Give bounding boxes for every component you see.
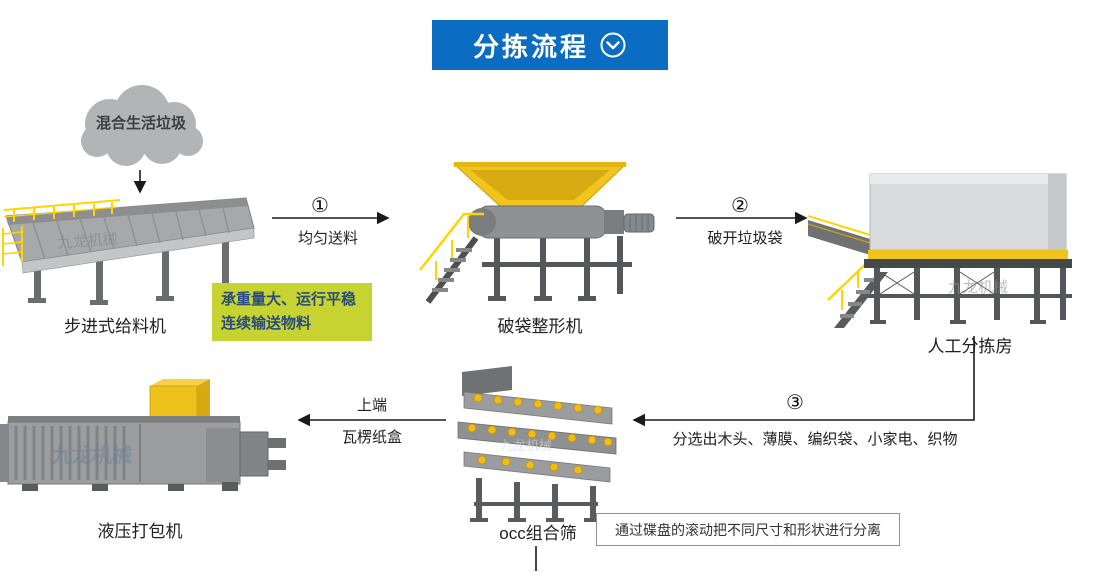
watermark-text: 九龙机械 [948, 279, 1008, 296]
sorting-room-label: 人工分拣房 [927, 337, 1013, 356]
feeder-highlight-note: 承重量大、运行平稳 连续输送物料 [212, 283, 372, 341]
watermark-text: 九龙机械 [57, 231, 118, 252]
input-cloud: 混合生活垃圾 [64, 78, 218, 178]
step3-caption: 分选出木头、薄膜、编织袋、小家电、织物 [672, 431, 958, 448]
step4-caption-top: 上端 [356, 397, 387, 414]
page-title: 分拣流程 [472, 31, 589, 62]
baler-illustration: 九龙机械 [0, 376, 290, 516]
banner: 分拣流程 [432, 20, 668, 70]
feeder-illustration: 九龙机械 [0, 182, 270, 308]
step2-number: ② [731, 195, 749, 217]
step1-number: ① [311, 195, 329, 217]
occ-screen-illustration: 九龙机械 [448, 366, 628, 524]
occ-screen-label: occ组合筛 [499, 524, 577, 543]
step1-caption: 均匀送料 [297, 230, 358, 247]
watermark-text: 九龙机械 [51, 443, 132, 467]
feeder-label: 步进式给料机 [64, 317, 166, 336]
breaker-illustration [412, 162, 667, 314]
baler-label: 液压打包机 [97, 522, 183, 541]
cloud-shape [81, 85, 203, 166]
occ-note-box: 通过碟盘的滚动把不同尺寸和形状进行分离 [596, 513, 900, 546]
cloud-label: 混合生活垃圾 [95, 115, 186, 132]
chevron-down-icon [600, 32, 626, 58]
breaker-label: 破袋整形机 [497, 317, 583, 336]
sorting-room-illustration: 九龙机械 [807, 168, 1078, 334]
feeder-note-line1: 承重量大、运行平稳 [221, 291, 357, 308]
watermark-text: 九龙机械 [500, 438, 552, 453]
step3-number: ③ [786, 392, 804, 414]
occ-note-text: 通过碟盘的滚动把不同尺寸和形状进行分离 [615, 521, 881, 538]
step2-caption: 破开垃圾袋 [707, 230, 783, 247]
step4-caption-bottom: 瓦楞纸盒 [341, 429, 402, 446]
feeder-note-line2: 连续输送物料 [221, 315, 312, 332]
